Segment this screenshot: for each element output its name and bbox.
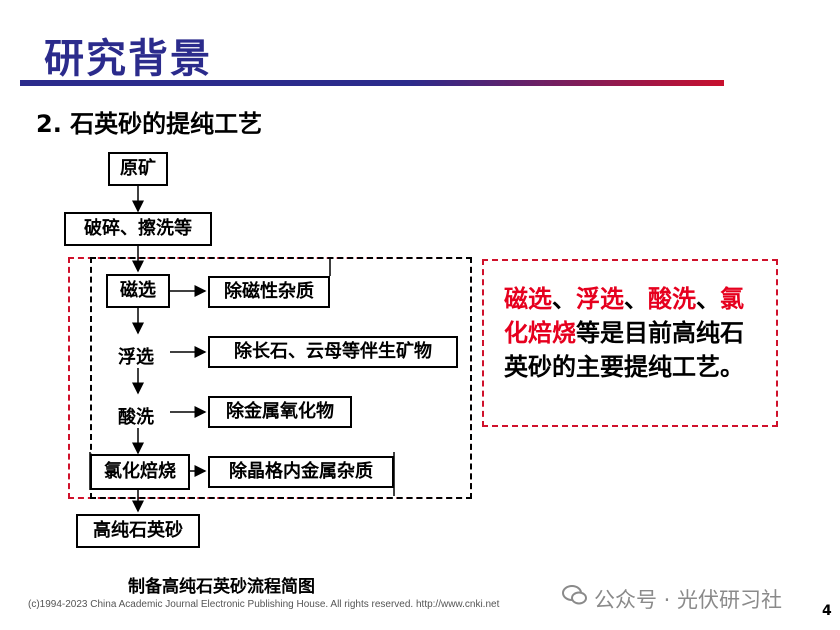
flotation-label: 浮选 — [118, 347, 154, 368]
note-highlight-acid: 酸洗 — [648, 285, 696, 313]
note-highlight-chlorination: 氯化焙烧 — [504, 285, 744, 347]
note-separator: 、 — [624, 285, 648, 313]
slide-title: 研究背景 — [44, 36, 212, 82]
note-separator: 、 — [696, 285, 720, 313]
acid-result-box: 除金属氧化物 — [208, 396, 352, 428]
note-highlight-flotation: 浮选 — [576, 285, 624, 313]
title-underline — [20, 80, 724, 86]
page-number: 4 — [822, 603, 832, 619]
raw-ore-box: 原矿 — [108, 152, 168, 186]
chlorination-result-box: 除晶格内金属杂质 — [208, 456, 394, 488]
copyright-text: (c)1994-2023 China Academic Journal Elec… — [28, 599, 500, 610]
process-black-dashed-frame — [90, 257, 472, 499]
magnetic-result-box: 除磁性杂质 — [208, 276, 330, 308]
summary-note: 磁选、浮选、酸洗、氯化焙烧等是目前高纯石英砂的主要提纯工艺。 — [504, 282, 766, 384]
acid-leaching-label: 酸洗 — [118, 407, 154, 428]
crush-wash-box: 破碎、擦洗等 — [64, 212, 212, 246]
high-purity-quartz-box: 高纯石英砂 — [76, 514, 200, 548]
chlorination-roasting-box: 氯化焙烧 — [90, 454, 190, 490]
note-highlight-magnetic: 磁选 — [504, 285, 552, 313]
diagram-caption: 制备高纯石英砂流程简图 — [128, 577, 315, 597]
watermark-text: 公众号 · 光伏研习社 — [594, 588, 783, 612]
wechat-logo-icon — [562, 585, 587, 605]
flotation-result-box: 除长石、云母等伴生矿物 — [208, 336, 458, 368]
note-rest-text: 等是目前高纯石英砂的主要提纯工艺。 — [504, 319, 744, 381]
magnetic-separation-box: 磁选 — [106, 274, 170, 308]
note-separator: 、 — [552, 285, 576, 313]
note-red-dashed-frame — [482, 259, 778, 427]
section-subtitle: 2. 石英砂的提纯工艺 — [36, 110, 263, 138]
